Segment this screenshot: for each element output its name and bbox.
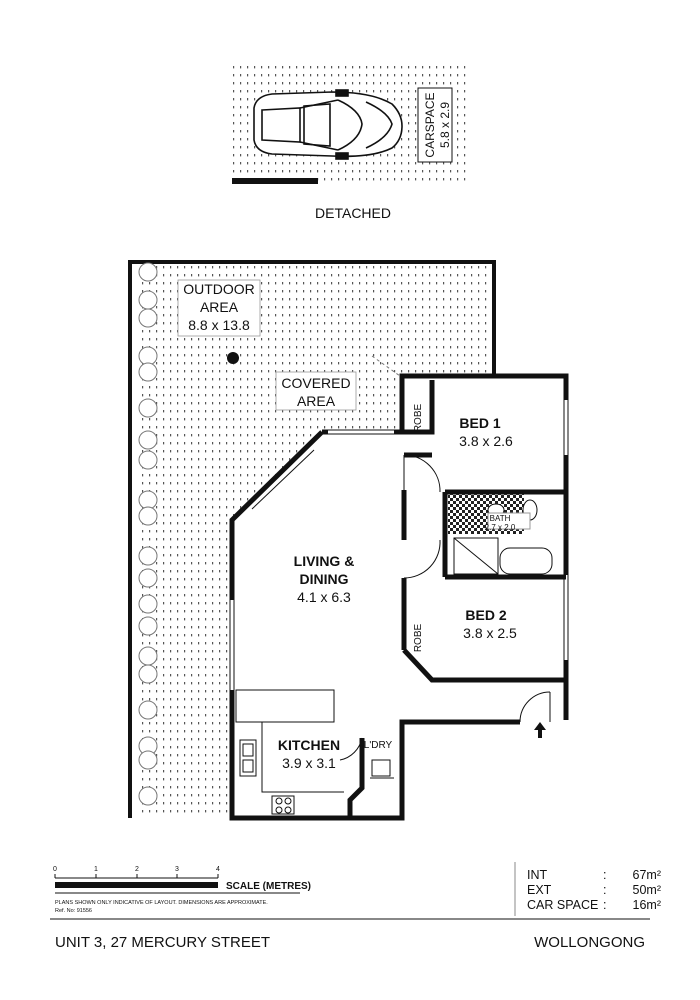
covered-label-2: AREA xyxy=(297,393,336,409)
area-row-ext: EXT : 50m² xyxy=(527,883,661,898)
outdoor-size: 8.8 x 13.8 xyxy=(188,317,250,333)
area-label: INT xyxy=(527,868,548,882)
bed2-label: BED 2 xyxy=(465,607,506,623)
robe1-label: ROBE xyxy=(413,404,424,433)
suburb: WOLLONGONG xyxy=(534,934,645,951)
scale-tick-0: 0 xyxy=(53,866,57,873)
kitchen-size: 3.9 x 3.1 xyxy=(282,755,336,771)
area-value: 16m² xyxy=(632,898,661,912)
bath-label: BATH xyxy=(490,514,511,523)
living-size: 4.1 x 6.3 xyxy=(297,589,351,605)
building-walls xyxy=(229,373,569,821)
kitchen-label: KITCHEN xyxy=(278,737,340,753)
covered-label: COVERED xyxy=(281,375,350,391)
car-icon xyxy=(253,89,403,160)
area-row-int: INT : 67m² xyxy=(527,868,661,883)
scale-tick-2: 2 xyxy=(135,866,139,873)
area-row-carspace: CAR SPACE : 16m² xyxy=(527,898,661,913)
doors xyxy=(339,454,551,761)
outdoor-label: OUTDOOR xyxy=(183,281,255,297)
shrub-hedge xyxy=(138,262,158,806)
scale-label: SCALE (METRES) xyxy=(226,881,311,892)
area-summary: INT : 67m² EXT : 50m² CAR SPACE : 16m² xyxy=(527,868,661,913)
carspace: CARSPACE 5.8 x 2.9 DETACHED xyxy=(232,66,466,221)
scale-tick-1: 1 xyxy=(94,866,98,873)
area-separator: : xyxy=(603,883,607,897)
bed2-size: 3.8 x 2.5 xyxy=(463,625,517,641)
bed1-label: BED 1 xyxy=(459,415,500,431)
kitchen-fixtures xyxy=(235,689,394,815)
outdoor-label-2: AREA xyxy=(200,299,239,315)
scale-tick-3: 3 xyxy=(175,866,179,873)
area-label: CAR SPACE xyxy=(527,898,599,912)
bath-size: 2.7 x 2.0 xyxy=(485,523,516,532)
robe2-label: ROBE xyxy=(413,624,424,653)
area-label: EXT xyxy=(527,883,552,897)
living-label-2: DINING xyxy=(300,571,349,587)
area-separator: : xyxy=(603,868,607,882)
windows xyxy=(229,400,569,690)
bed1-size: 3.8 x 2.6 xyxy=(459,433,513,449)
scale-tick-4: 4 xyxy=(216,866,220,873)
area-value: 50m² xyxy=(632,883,661,897)
disclaimer: PLANS SHOWN ONLY INDICATIVE OF LAYOUT. D… xyxy=(55,900,268,906)
carspace-size: 5.8 x 2.9 xyxy=(438,102,452,148)
scale-bar: 0 1 2 3 4 SCALE (METRES) PLANS SHOWN ONL… xyxy=(53,866,311,914)
detached-caption: DETACHED xyxy=(315,205,391,221)
area-value: 67m² xyxy=(632,868,661,882)
laundry-label: L'DRY xyxy=(364,740,393,751)
address: UNIT 3, 27 MERCURY STREET xyxy=(55,934,271,951)
clothesline-post xyxy=(227,352,239,364)
bath-fixtures xyxy=(448,494,553,575)
outdoor-area: OUTDOOR AREA 8.8 x 13.8 COVERED AREA xyxy=(128,260,496,818)
living-label: LIVING & xyxy=(294,553,355,569)
carspace-label: CARSPACE xyxy=(423,92,437,157)
area-separator: : xyxy=(603,898,607,912)
entry-arrow-icon xyxy=(534,722,546,738)
reference-number: Ref. No: 91556 xyxy=(55,908,92,914)
